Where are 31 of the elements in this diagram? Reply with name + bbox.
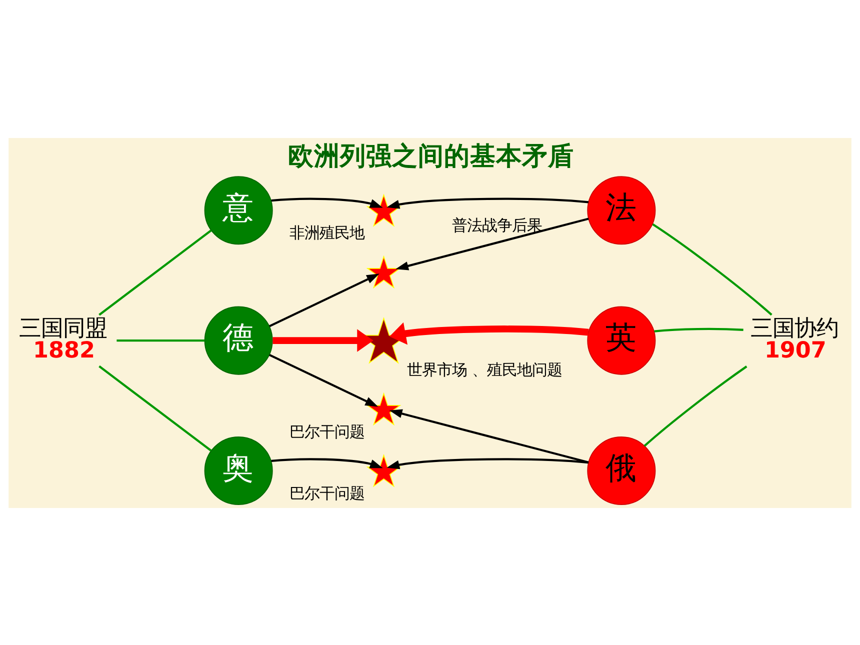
node-label: 非洲殖民地	[290, 224, 365, 242]
node-label: 巴尔干问题	[290, 484, 365, 502]
connector	[652, 222, 772, 316]
arrow	[272, 328, 374, 352]
arrow	[269, 353, 378, 406]
edge-label: 普法战争后果	[452, 216, 542, 234]
node-circle: 奥	[204, 436, 273, 504]
arrow	[386, 197, 589, 208]
node-circle: 意	[204, 176, 273, 244]
arrow	[271, 197, 383, 208]
connector	[644, 365, 748, 446]
node-circle: 德	[204, 306, 273, 374]
node-circle: 俄	[587, 436, 656, 504]
arrow	[389, 408, 589, 463]
arrow	[386, 458, 589, 469]
node-circle: 法	[587, 176, 656, 244]
node-text: 三国协约 1907	[750, 314, 838, 364]
connector	[116, 339, 205, 342]
diagram-title: 欧洲列强之间的基本矛盾	[288, 141, 574, 172]
arrow	[271, 458, 383, 468]
arrow	[389, 322, 589, 344]
arrow	[269, 273, 380, 327]
connector	[98, 364, 212, 451]
node-circle: 英	[587, 306, 656, 374]
connector	[98, 229, 212, 316]
connector	[654, 327, 744, 332]
node-label: 巴尔干问题	[290, 422, 365, 440]
arrow	[396, 217, 589, 270]
node-text: 三国同盟 1882	[18, 314, 107, 364]
node-label: 世界市场 、殖民地问题	[406, 360, 562, 378]
node-star	[366, 392, 402, 426]
